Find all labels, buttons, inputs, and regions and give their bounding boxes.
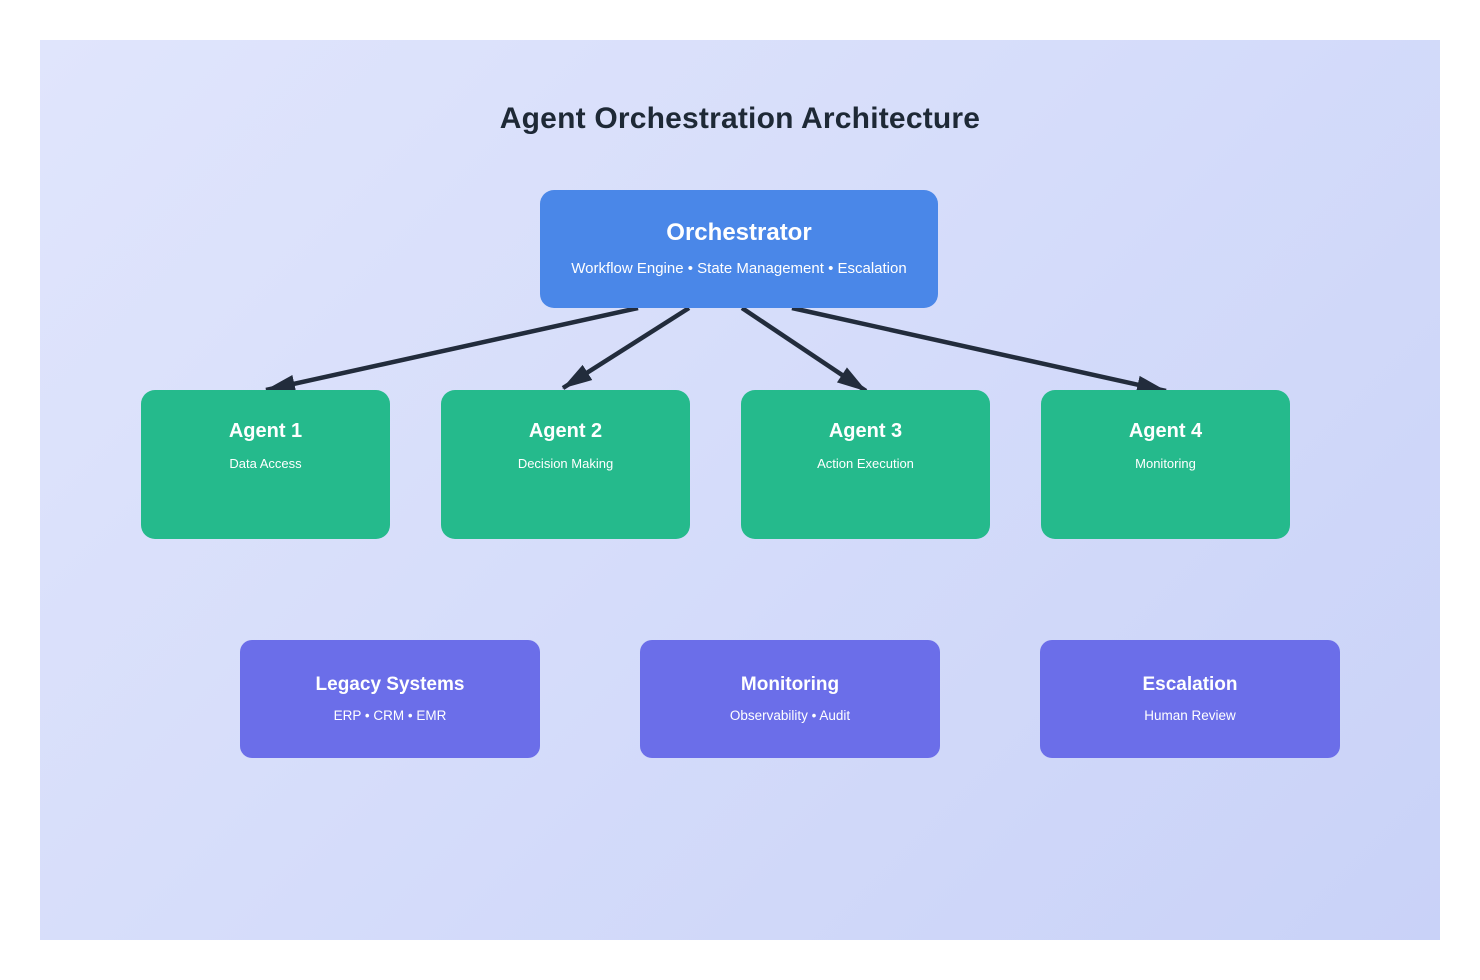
page-title: Agent Orchestration Architecture <box>499 102 981 135</box>
agent-title: Agent 2 <box>528 420 603 442</box>
system-subtitle: Observability • Audit <box>729 708 851 723</box>
system-subtitle: Human Review <box>1144 708 1236 723</box>
agent-box-4: Agent 4 Monitoring <box>1041 390 1290 539</box>
agent-title: Agent 3 <box>828 420 903 442</box>
agent-subtitle: Monitoring <box>1135 456 1196 471</box>
system-subtitle: ERP • CRM • EMR <box>333 708 447 723</box>
system-title: Escalation <box>1142 674 1238 695</box>
system-title: Monitoring <box>740 674 840 695</box>
orchestrator-title: Orchestrator <box>666 219 812 246</box>
agent-subtitle: Action Execution <box>817 456 914 471</box>
system-title: Legacy Systems <box>315 674 465 695</box>
agent-title: Agent 4 <box>1128 420 1203 442</box>
agent-box-2: Agent 2 Decision Making <box>441 390 690 539</box>
agent-subtitle: Data Access <box>229 456 302 471</box>
orchestrator-box: Orchestrator Workflow Engine • State Man… <box>540 190 938 308</box>
agent-box-3: Agent 3 Action Execution <box>741 390 990 539</box>
system-box-escalation: Escalation Human Review <box>1040 640 1340 758</box>
system-box-legacy-systems: Legacy Systems ERP • CRM • EMR <box>240 640 540 758</box>
agent-title: Agent 1 <box>228 420 303 442</box>
orchestrator-subtitle: Workflow Engine • State Management • Esc… <box>571 260 907 277</box>
system-box-monitoring: Monitoring Observability • Audit <box>640 640 940 758</box>
agent-subtitle: Decision Making <box>517 456 614 471</box>
agent-box-1: Agent 1 Data Access <box>141 390 390 539</box>
